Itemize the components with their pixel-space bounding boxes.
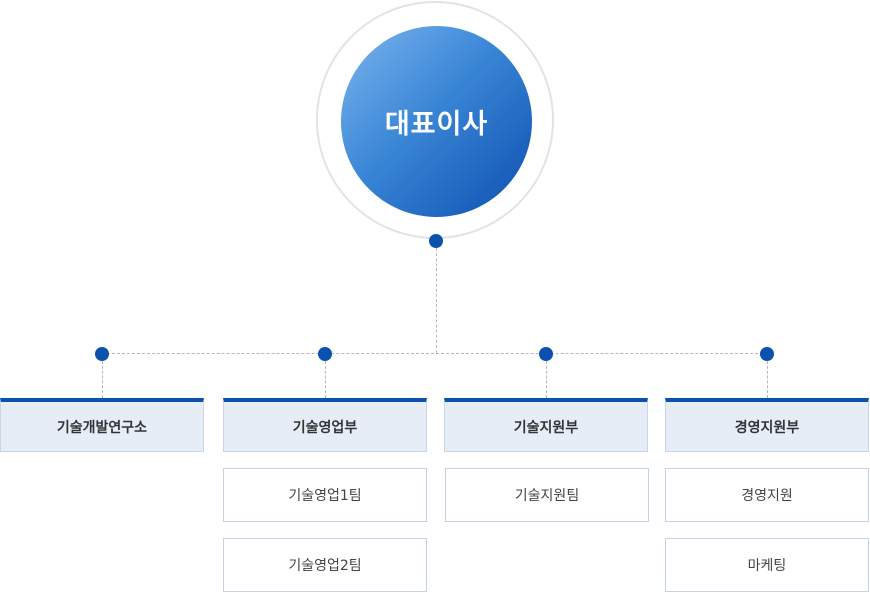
dept-label: 기술개발연구소 <box>56 419 148 436</box>
dept-label: 경영지원부 <box>734 419 800 436</box>
team-label: 기술영업1팀 <box>288 488 362 504</box>
dept-tech-support: 기술지원부 <box>444 398 648 452</box>
dept-label: 기술영업부 <box>292 419 358 436</box>
team-management-support: 경영지원 <box>665 468 869 522</box>
team-label: 기술영업2팀 <box>288 558 362 574</box>
team-label: 경영지원 <box>741 488 793 504</box>
dept-connector-4 <box>767 361 768 398</box>
team-tech-support: 기술지원팀 <box>445 468 649 522</box>
dept-management-support: 경영지원부 <box>665 398 869 452</box>
branch-dot-4 <box>760 347 774 361</box>
branch-dot-3 <box>539 347 553 361</box>
team-label: 기술지원팀 <box>514 488 580 504</box>
dept-connector-3 <box>546 361 547 398</box>
dept-connector-1 <box>102 361 103 398</box>
dept-label: 기술지원부 <box>513 419 579 436</box>
team-marketing: 마케팅 <box>665 538 869 592</box>
team-tech-sales-2: 기술영업2팀 <box>223 538 427 592</box>
ceo-connector-line <box>436 248 437 353</box>
branch-line <box>102 353 768 354</box>
ceo-connector-dot <box>429 234 443 248</box>
team-label: 마케팅 <box>747 558 787 574</box>
dept-rnd-center: 기술개발연구소 <box>0 398 204 452</box>
ceo-node: 대표이사 <box>341 26 532 217</box>
ceo-label: 대표이사 <box>384 109 489 140</box>
team-tech-sales-1: 기술영업1팀 <box>223 468 427 522</box>
branch-dot-1 <box>95 347 109 361</box>
dept-connector-2 <box>325 361 326 398</box>
branch-dot-2 <box>318 347 332 361</box>
dept-tech-sales: 기술영업부 <box>223 398 427 452</box>
